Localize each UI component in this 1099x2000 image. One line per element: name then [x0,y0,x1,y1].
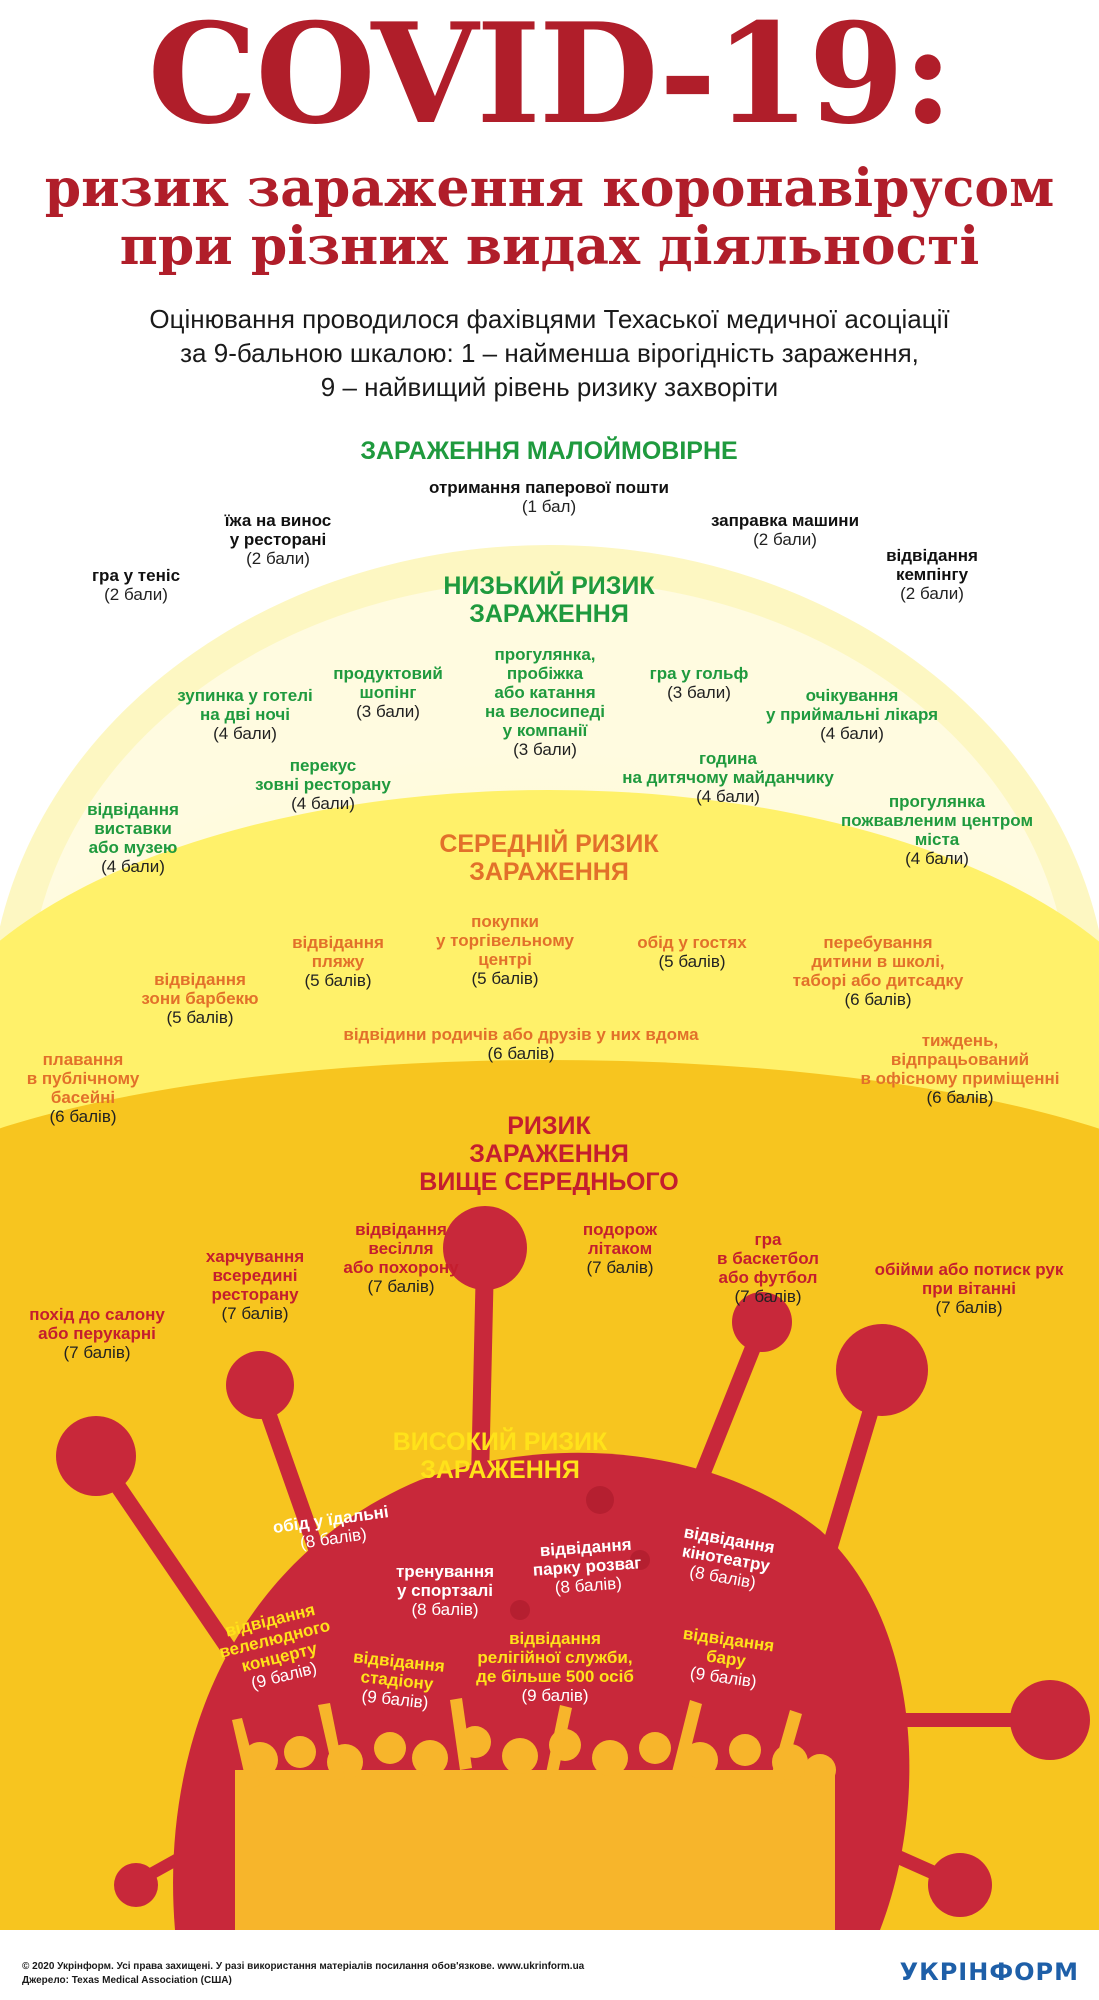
subtitle-line-1: ризик зараження коронавірусом [44,158,1055,219]
activity-item: гра у гольф(3 бали) [649,664,749,702]
activity-item: заправка машини(2 бали) [710,511,860,549]
description-line-2: за 9-бальною шкалою: 1 – найменша вірогі… [180,338,919,368]
header-unlikely: ЗАРАЖЕННЯ МАЛОЙМОВІРНЕ [360,437,738,465]
activity-item: відвідини родичів або друзів у них вдома… [343,1025,699,1063]
footer-source: Джерело: Texas Medical Association (США) [22,1975,232,1986]
activity-item: гра у теніс(2 бали) [91,566,181,604]
description-line-3: 9 – найвищий рівень ризику захворіти [320,372,779,402]
activity-item: отримання паперової пошти(1 бал) [428,478,670,516]
crowd-silhouettes [232,1698,836,1930]
description-line-1: Оцінювання проводилося фахівцями Техаськ… [149,304,950,334]
main-title: COVID-19: [147,0,954,155]
activity-item: обід у гостях(5 балів) [637,933,747,971]
subtitle-line-2: при різних видах діяльності [119,216,980,277]
footer-copyright: © 2020 Укрінформ. Усі права захищені. У … [22,1961,585,1972]
ukrinform-logo: УКРІНФОРМ [899,1958,1079,1986]
